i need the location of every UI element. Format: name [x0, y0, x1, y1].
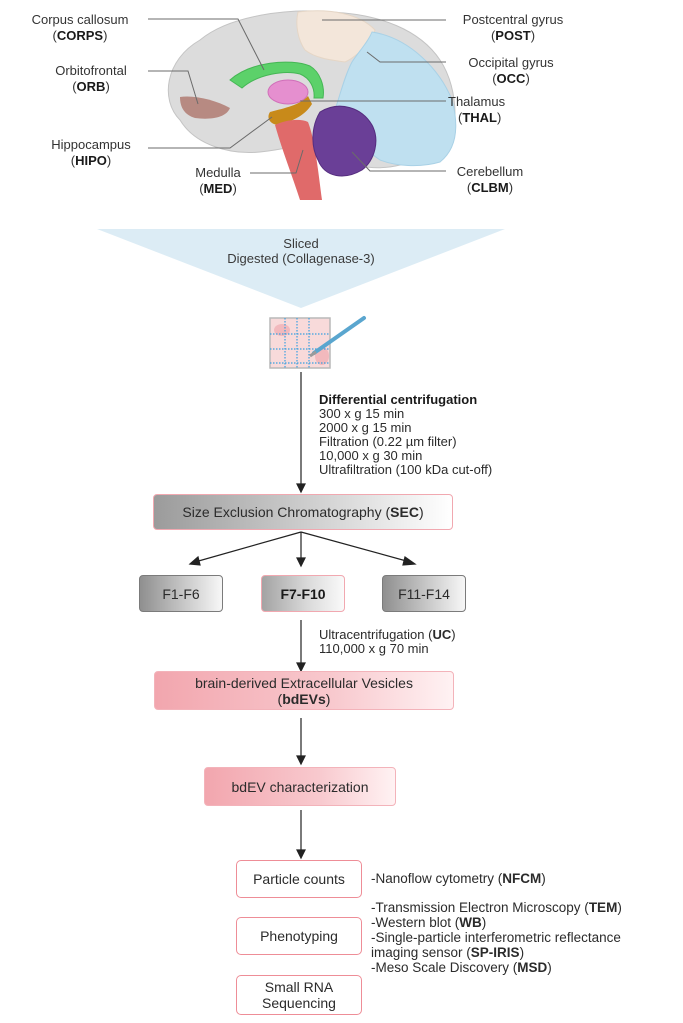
centrifugation-step: 300 x g 15 min — [319, 406, 405, 421]
label-orbitofrontal: Orbitofrontal (ORB) — [36, 63, 146, 95]
digestion-text: Sliced Digested (Collagenase-3) — [200, 236, 402, 266]
arrow-to-f11-f14 — [300, 531, 411, 563]
centrifugation-step: 2000 x g 15 min — [319, 420, 412, 435]
fraction-f7-f10: F7-F10 — [261, 575, 345, 612]
fraction-label: F11-F14 — [398, 585, 450, 602]
analysis-label: Small RNA Sequencing — [262, 979, 336, 1011]
method-abbr: SP-IRIS — [470, 945, 520, 960]
sec-abbr: SEC — [390, 504, 419, 520]
fraction-f1-f6: F1-F6 — [139, 575, 223, 612]
method-suffix: ) — [481, 915, 487, 930]
label-cerebellum: Cerebellum (CLBM) — [448, 164, 532, 196]
region-abbr: THAL — [462, 110, 498, 125]
label-medulla: Medulla (MED) — [186, 165, 250, 197]
method-text: -Single-particle interferometric reflect… — [371, 930, 621, 945]
tissue-grid-icon — [269, 317, 331, 369]
region-abbr: ORB — [76, 79, 106, 94]
region-name: Medulla — [195, 165, 241, 180]
method-text: -Transmission Electron Microscopy ( — [371, 900, 589, 915]
characterization-box: bdEV characterization — [204, 767, 396, 806]
method-text: -Western blot ( — [371, 915, 460, 930]
sec-box: Size Exclusion Chromatography (SEC) — [153, 494, 453, 530]
centrifugation-step: 10,000 x g 30 min — [319, 448, 423, 463]
region-name: Corpus callosum — [31, 12, 129, 27]
hippocampus-region — [268, 96, 312, 125]
characterization-label: bdEV characterization — [231, 778, 369, 795]
ultracentrifugation-block: Ultracentrifugation (UC) 110,000 x g 70 … — [319, 628, 456, 656]
uc-label: Ultracentrifugation ( — [319, 627, 433, 642]
fraction-f11-f14: F11-F14 — [382, 575, 466, 612]
method-abbr: MSD — [517, 960, 548, 975]
digestion-funnel — [97, 229, 505, 308]
sec-suffix: ) — [418, 504, 424, 520]
analysis-phenotyping: Phenotyping — [236, 917, 362, 955]
region-abbr: OCC — [496, 71, 526, 86]
bdevs-label: brain-derived Extracellular Vesicles — [195, 674, 413, 691]
method-abbr: NFCM — [502, 871, 542, 886]
method-suffix: ) — [541, 871, 546, 886]
uc-abbr: UC — [432, 627, 452, 642]
medulla-region — [275, 119, 322, 200]
bdevs-abbr: bdEVs — [282, 690, 326, 707]
method-text: imaging sensor ( — [371, 945, 471, 960]
uc-suffix: ) — [451, 627, 456, 642]
arrow-to-f1-f6 — [194, 531, 302, 563]
region-name: Occipital gyrus — [468, 55, 554, 70]
orbitofrontal-region — [180, 96, 230, 119]
method-suffix: ) — [519, 945, 525, 960]
method-abbr: TEM — [588, 900, 618, 915]
digestion-step-digested: Digested (Collagenase-3) — [227, 251, 375, 266]
region-name: Orbitofrontal — [55, 63, 127, 78]
phenotyping-methods: -Transmission Electron Microscopy (TEM) … — [371, 900, 622, 975]
postcentral-gyrus-region — [296, 10, 376, 63]
method-suffix: ) — [547, 960, 552, 975]
scalpel-icon — [309, 316, 366, 358]
particle-counts-methods: -Nanoflow cytometry (NFCM) — [371, 872, 546, 886]
bdevs-box: brain-derived Extracellular Vesicles (bd… — [154, 671, 454, 710]
region-name: Thalamus — [448, 94, 506, 109]
fraction-label: F7-F10 — [280, 585, 326, 602]
region-abbr: CORPS — [56, 28, 104, 43]
method-abbr: WB — [459, 915, 482, 930]
sec-label: Size Exclusion Chromatography ( — [182, 504, 391, 520]
centrifugation-step: Ultrafiltration (100 kDa cut-off) — [319, 462, 493, 477]
label-thalamus: Thalamus (THAL) — [448, 94, 518, 126]
region-abbr: POST — [495, 28, 531, 43]
label-corpus-callosum: Corpus callosum (CORPS) — [6, 12, 154, 44]
analysis-label: Particle counts — [253, 871, 345, 887]
analysis-small-rna-sequencing: Small RNA Sequencing — [236, 975, 362, 1015]
leader-lines — [148, 18, 446, 174]
method-text: -Meso Scale Discovery ( — [371, 960, 518, 975]
centrifugation-title: Differential centrifugation — [319, 392, 478, 407]
fraction-label: F1-F6 — [162, 585, 200, 602]
differential-centrifugation-block: Differential centrifugation 300 x g 15 m… — [319, 393, 492, 477]
region-abbr: MED — [203, 181, 233, 196]
uc-condition: 110,000 x g 70 min — [319, 641, 429, 656]
method-text: -Nanoflow cytometry ( — [371, 871, 503, 886]
region-name: Hippocampus — [51, 137, 131, 152]
region-abbr: HIPO — [75, 153, 107, 168]
region-name: Postcentral gyrus — [462, 12, 564, 27]
cerebellum-region — [312, 105, 377, 177]
method-suffix: ) — [617, 900, 622, 915]
corpus-callosum-region — [229, 61, 324, 99]
region-abbr: CLBM — [471, 180, 509, 195]
centrifugation-step: Filtration (0.22 µm filter) — [319, 434, 457, 449]
label-postcentral-gyrus: Postcentral gyrus (POST) — [448, 12, 578, 44]
digestion-step-sliced: Sliced — [283, 236, 319, 251]
region-name: Cerebellum — [456, 164, 524, 179]
label-hippocampus: Hippocampus (HIPO) — [36, 137, 146, 169]
analysis-particle-counts: Particle counts — [236, 860, 362, 898]
thalamus-region — [267, 79, 309, 105]
label-occipital-gyrus: Occipital gyrus (OCC) — [455, 55, 567, 87]
analysis-label: Phenotyping — [260, 928, 338, 944]
